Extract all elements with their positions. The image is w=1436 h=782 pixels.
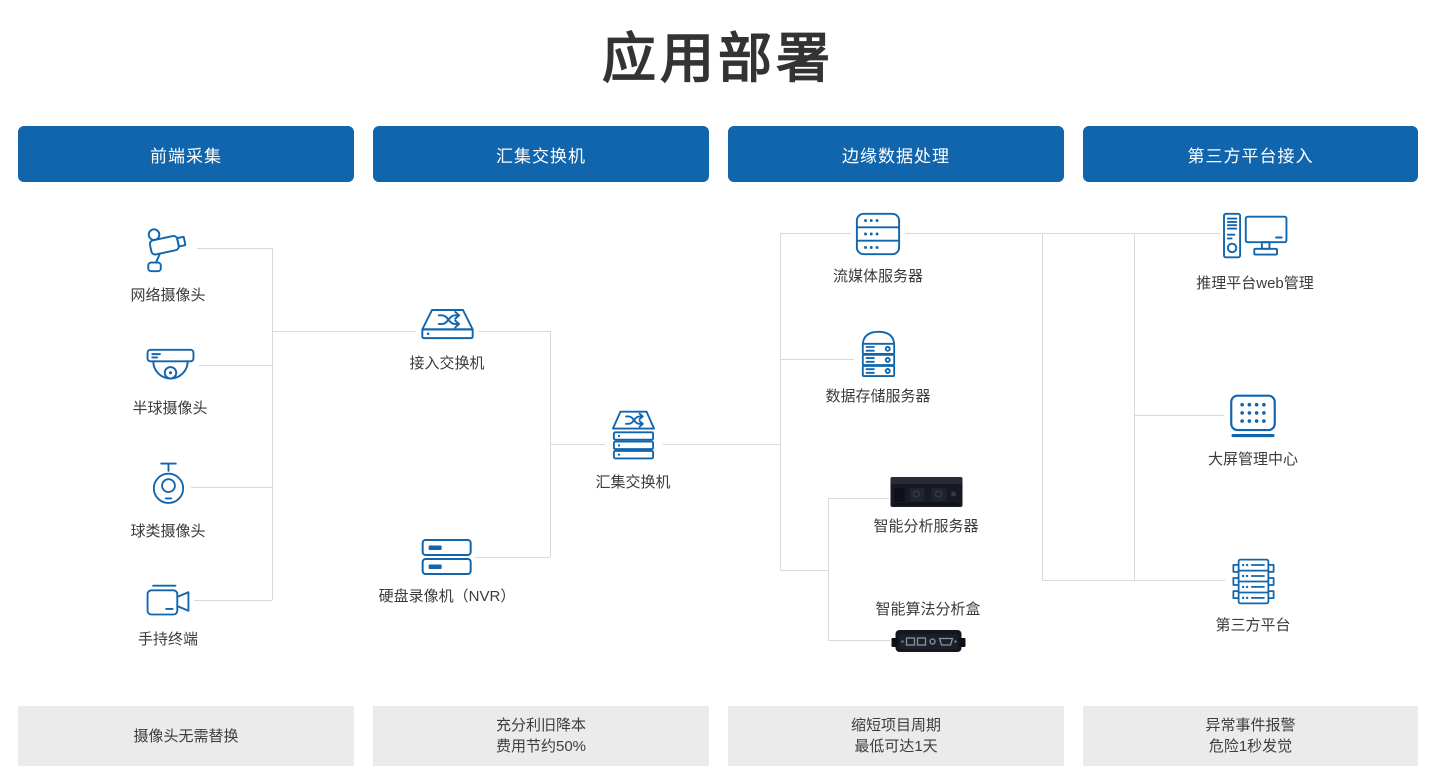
connector-line bbox=[1042, 580, 1225, 581]
connector-line bbox=[905, 233, 1220, 234]
node-third-party: 第三方平台 bbox=[1215, 556, 1291, 635]
connector-line bbox=[194, 600, 272, 601]
footer-line: 费用节约50% bbox=[495, 738, 587, 755]
footer-line: 最低可达1天 bbox=[854, 738, 938, 755]
connector-line bbox=[780, 233, 851, 234]
column-header-frontend: 前端采集 bbox=[18, 126, 354, 182]
column-header-edge: 边缘数据处理 bbox=[728, 126, 1064, 182]
connector-line bbox=[191, 487, 272, 488]
footer-benefit-edge: 缩短项目周期 最低可达1天 bbox=[728, 706, 1064, 766]
node-label: 第三方平台 bbox=[1215, 617, 1291, 634]
ptz-camera-icon bbox=[146, 460, 190, 513]
node-label: 汇集交换机 bbox=[595, 474, 671, 491]
node-label: 智能算法分析盒 bbox=[875, 601, 981, 618]
connector-line bbox=[828, 498, 889, 499]
edge-box-photo bbox=[889, 626, 967, 658]
node-label: 网络摄像头 bbox=[130, 287, 206, 304]
node-label: 推理平台web管理 bbox=[1196, 275, 1314, 292]
page-title: 应用部署 bbox=[602, 29, 834, 89]
node-inference-web: 推理平台web管理 bbox=[1196, 210, 1314, 293]
switch-shuffle-icon bbox=[416, 306, 478, 345]
connector-line bbox=[828, 640, 890, 641]
connector-line bbox=[197, 248, 272, 249]
desktop-computer-icon bbox=[1220, 210, 1290, 265]
connector-line bbox=[1134, 233, 1135, 580]
rack-server-photo bbox=[889, 476, 963, 508]
node-big-screen: 大屏管理中心 bbox=[1208, 392, 1298, 469]
led-wall-icon bbox=[1224, 392, 1282, 441]
node-label: 接入交换机 bbox=[409, 355, 485, 372]
connector-line bbox=[478, 331, 550, 332]
footer-line: 充分利旧降本 bbox=[495, 717, 586, 734]
node-label: 手持终端 bbox=[137, 631, 199, 648]
connector-line bbox=[780, 359, 854, 360]
stacked-switch-shuffle-icon bbox=[603, 408, 663, 464]
node-label: 数据存储服务器 bbox=[825, 388, 931, 405]
footer-line: 异常事件报警 bbox=[1205, 717, 1296, 734]
server-rack-dots-icon bbox=[851, 210, 905, 258]
dome-camera-icon bbox=[141, 346, 199, 390]
column-header-label: 边缘数据处理 bbox=[842, 146, 950, 166]
platform-server-icon bbox=[1225, 556, 1281, 607]
video-camera-icon bbox=[142, 582, 194, 621]
column-header-label: 第三方平台接入 bbox=[1187, 146, 1314, 166]
node-handheld-terminal: 手持终端 bbox=[138, 582, 198, 649]
connector-line bbox=[1134, 415, 1224, 416]
node-label: 智能分析服务器 bbox=[873, 518, 979, 535]
node-ball-camera: 球类摄像头 bbox=[130, 460, 206, 541]
connector-line bbox=[475, 557, 550, 558]
connector-line bbox=[663, 444, 780, 445]
node-access-switch: 接入交换机 bbox=[409, 306, 485, 373]
column-header-label: 汇集交换机 bbox=[496, 146, 586, 166]
node-label: 半球摄像头 bbox=[132, 400, 208, 417]
node-label: 球类摄像头 bbox=[130, 523, 206, 540]
connector-line bbox=[1042, 233, 1043, 580]
footer-line: 危险1秒发觉 bbox=[1208, 738, 1293, 755]
node-label: 流媒体服务器 bbox=[832, 268, 924, 285]
footer-line: 摄像头无需替换 bbox=[133, 727, 239, 745]
footer-benefit-thirdparty: 异常事件报警 危险1秒发觉 bbox=[1083, 706, 1418, 766]
node-aggregation-switch: 汇集交换机 bbox=[595, 408, 671, 492]
footer-benefit-aggregation: 充分利旧降本 费用节约50% bbox=[373, 706, 709, 766]
node-streaming-server: 流媒体服务器 bbox=[833, 210, 923, 286]
node-nvr: 硬盘录像机（NVR） bbox=[378, 536, 516, 606]
footer-benefit-frontend: 摄像头无需替换 bbox=[18, 706, 354, 766]
connector-line bbox=[272, 248, 273, 600]
node-label: 大屏管理中心 bbox=[1207, 451, 1299, 468]
footer-line: 缩短项目周期 bbox=[850, 717, 941, 734]
column-header-label: 前端采集 bbox=[150, 146, 222, 166]
connector-line bbox=[780, 233, 781, 570]
node-network-camera: 网络摄像头 bbox=[130, 225, 206, 305]
node-algorithm-box: 智能算法分析盒 bbox=[875, 598, 981, 658]
node-label: 硬盘录像机（NVR） bbox=[378, 588, 516, 605]
column-header-aggregation: 汇集交换机 bbox=[373, 126, 709, 182]
connector-line bbox=[828, 498, 829, 640]
connector-line bbox=[272, 331, 416, 332]
bullet-camera-icon bbox=[139, 225, 197, 277]
node-storage-server: 数据存储服务器 bbox=[825, 328, 931, 406]
node-dome-camera: 半球摄像头 bbox=[132, 346, 208, 418]
node-analysis-server: 智能分析服务器 bbox=[873, 476, 979, 536]
connector-line bbox=[780, 570, 828, 571]
connector-line bbox=[199, 365, 272, 366]
connector-line bbox=[550, 444, 605, 445]
column-header-thirdparty: 第三方平台接入 bbox=[1083, 126, 1418, 182]
nvr-recorder-icon bbox=[419, 536, 475, 578]
storage-server-icon bbox=[854, 328, 902, 378]
